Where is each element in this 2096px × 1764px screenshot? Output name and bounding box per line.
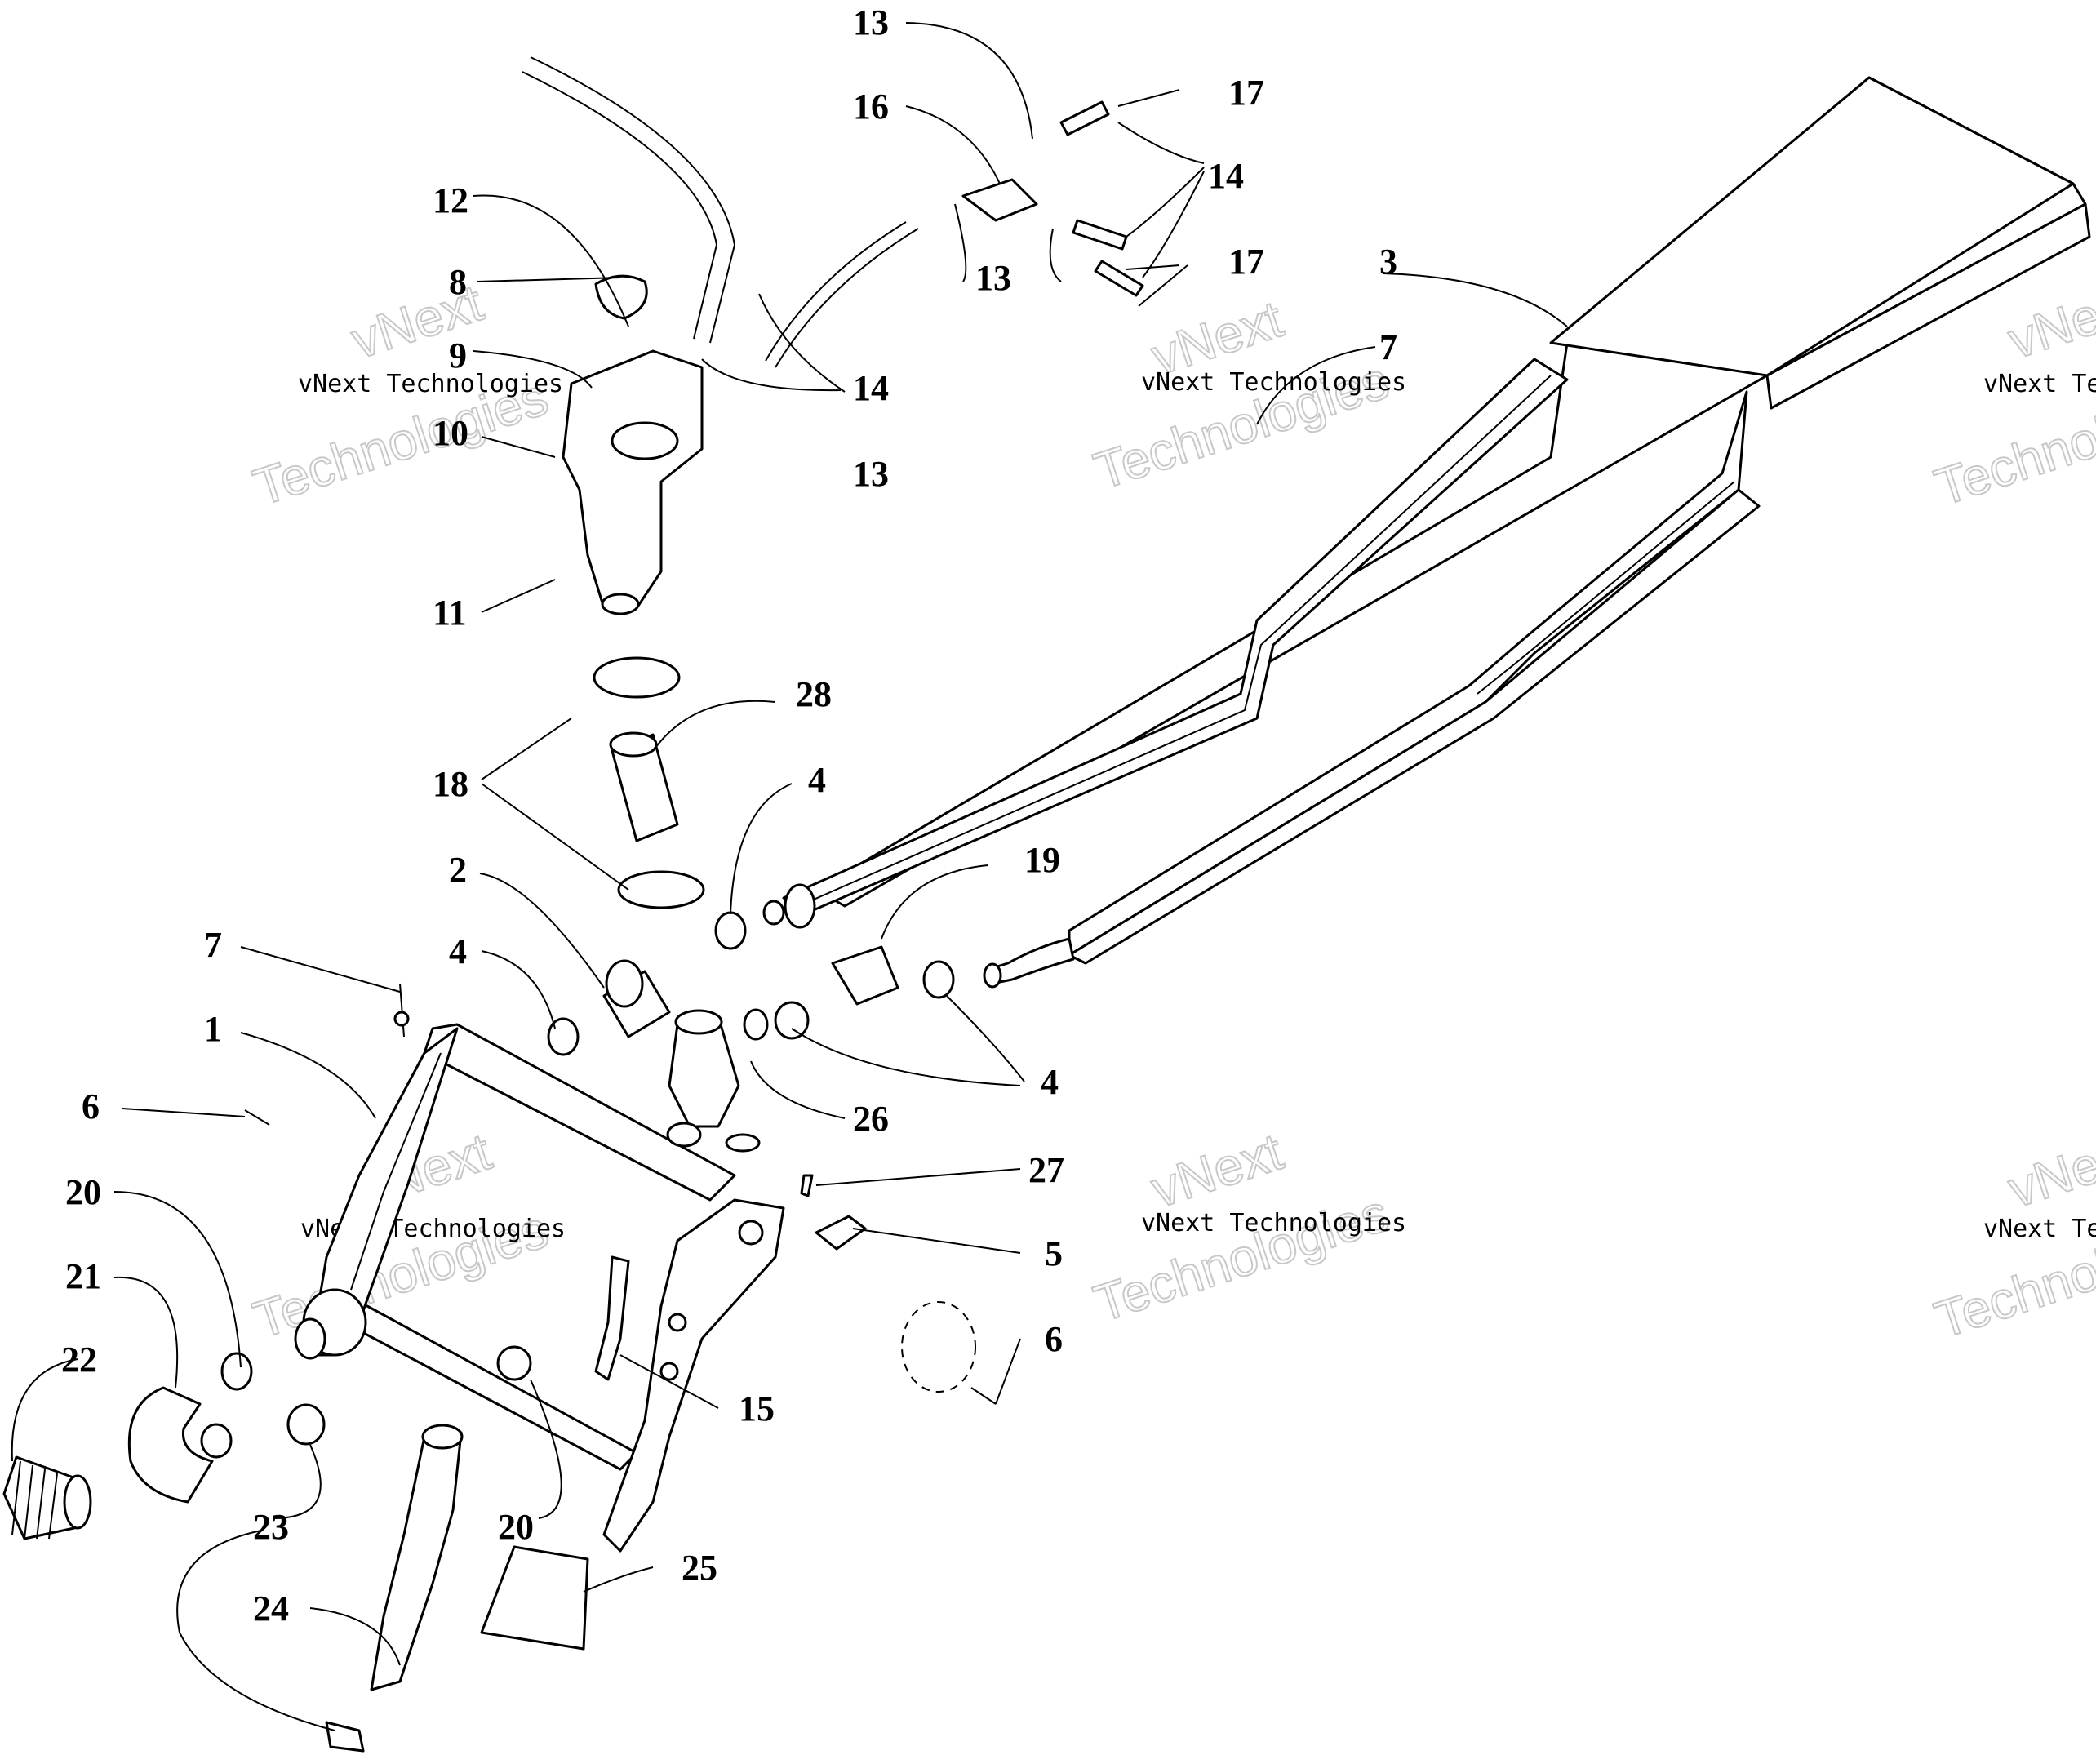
callout-3: 3	[1379, 242, 1397, 282]
clamp-4-c	[774, 1001, 810, 1040]
elbow-hose-21	[127, 1386, 233, 1504]
leader-lines	[11, 22, 1568, 1731]
callout-20-bottom: 20	[498, 1507, 534, 1547]
tube-14-c	[1094, 260, 1144, 297]
callout-21: 21	[65, 1256, 101, 1296]
svg-text:vNext Technologies: vNext Technologies	[1983, 1215, 2096, 1243]
rivet-6-left	[244, 1109, 270, 1126]
reservoir-9	[562, 349, 704, 615]
hose-22	[2, 1455, 92, 1540]
callout-22: 22	[61, 1340, 97, 1380]
svg-text:Technologies: Technologies	[1087, 1183, 1396, 1333]
callout-7-top: 7	[1379, 327, 1397, 367]
hose-2	[602, 959, 671, 1038]
tee-16	[961, 178, 1038, 222]
hose-12	[522, 56, 736, 344]
callout-9: 9	[449, 335, 467, 375]
bracket-15	[594, 1255, 630, 1381]
svg-text:vNext: vNext	[2001, 1122, 2096, 1219]
clamp-4-a	[714, 911, 747, 950]
callout-13-top: 13	[853, 2, 889, 42]
clamp-4-d	[922, 960, 955, 999]
callout-11: 11	[433, 593, 467, 633]
radiator-frame	[309, 1023, 736, 1471]
callout-1: 1	[204, 1009, 222, 1049]
callout-19: 19	[1024, 840, 1060, 880]
gasket-5	[815, 1215, 867, 1251]
callout-17-mid: 17	[1228, 242, 1264, 282]
callout-12: 12	[433, 180, 468, 220]
tube-14-b	[1072, 219, 1128, 251]
callout-25: 25	[682, 1548, 717, 1588]
callout-labels: 13 17 16 14 12 3 8 13 17 7 9 14 10 13 11…	[61, 2, 1397, 1628]
callout-15: 15	[739, 1389, 775, 1429]
svg-text:vNext: vNext	[2001, 273, 2096, 370]
y-fitting-26	[666, 1008, 769, 1153]
heat-exchanger-upper	[762, 76, 2091, 929]
callout-18: 18	[433, 764, 468, 804]
clamp-18-upper	[593, 656, 681, 699]
callout-14-mid: 14	[853, 368, 889, 408]
outlet-neck	[294, 1288, 367, 1360]
callout-27: 27	[1028, 1150, 1064, 1190]
callout-8: 8	[449, 262, 467, 302]
clamp-24-end	[325, 1721, 365, 1753]
svg-text:vNext Technologies: vNext Technologies	[1983, 370, 2096, 398]
callout-4-right: 4	[1041, 1062, 1059, 1102]
svg-text:vNext Technologies: vNext Technologies	[298, 370, 563, 398]
heat-exchanger-lower	[983, 390, 1761, 989]
svg-text:vNext Technologies: vNext Technologies	[1141, 1209, 1406, 1237]
callout-6-right: 6	[1045, 1319, 1063, 1359]
callout-5: 5	[1045, 1233, 1063, 1273]
callout-23: 23	[253, 1507, 289, 1547]
patch-6-dashed	[901, 1301, 976, 1393]
hose-28	[609, 731, 679, 842]
callout-24: 24	[253, 1588, 289, 1628]
tube-14-a	[1059, 100, 1110, 136]
hose-14	[765, 221, 919, 368]
clamp-18-lower	[617, 870, 705, 909]
callout-17-top: 17	[1228, 73, 1264, 113]
clamp-20-left	[220, 1352, 253, 1391]
svg-text:vNext: vNext	[344, 273, 490, 370]
callout-20-left: 20	[65, 1172, 101, 1212]
callout-16: 16	[853, 87, 889, 127]
callout-4-left: 4	[449, 931, 467, 971]
watermark-top-left: vNext Technologies vNext Technologies	[246, 272, 563, 518]
clamp-20-right	[496, 1345, 532, 1381]
callout-28: 28	[796, 674, 832, 714]
foam-pad-25	[480, 1545, 589, 1651]
callout-26: 26	[853, 1099, 889, 1139]
callout-14-top: 14	[1208, 156, 1244, 196]
callout-13-lower: 13	[853, 454, 889, 494]
watermark-top-center: vNext Technologies vNext Technologies	[1086, 288, 1406, 501]
clamp-23	[286, 1403, 326, 1446]
radiator-side-bracket	[602, 1198, 785, 1553]
clamp-4-b	[547, 1017, 580, 1056]
svg-text:vNext Technologies: vNext Technologies	[1141, 368, 1406, 397]
callout-2: 2	[449, 850, 467, 890]
watermark-bottom-center: vNext Technologies vNext Technologies	[1086, 1121, 1406, 1334]
callout-4-top: 4	[808, 760, 826, 800]
hose-19	[831, 945, 899, 1006]
callout-7-left: 7	[204, 925, 222, 965]
screw-27	[800, 1174, 814, 1197]
cap-8	[594, 274, 648, 320]
hose-24	[370, 1424, 464, 1691]
svg-text:vNext: vNext	[1144, 1122, 1290, 1219]
watermark-bottom-right: vNext Technologies vNext Technologies	[1927, 1121, 2096, 1350]
rivet-7-lower	[393, 983, 410, 1038]
callout-6-left: 6	[82, 1086, 100, 1126]
callout-10: 10	[433, 413, 468, 453]
rivet-6-right	[970, 1387, 997, 1405]
callout-13-mid: 13	[975, 258, 1011, 298]
